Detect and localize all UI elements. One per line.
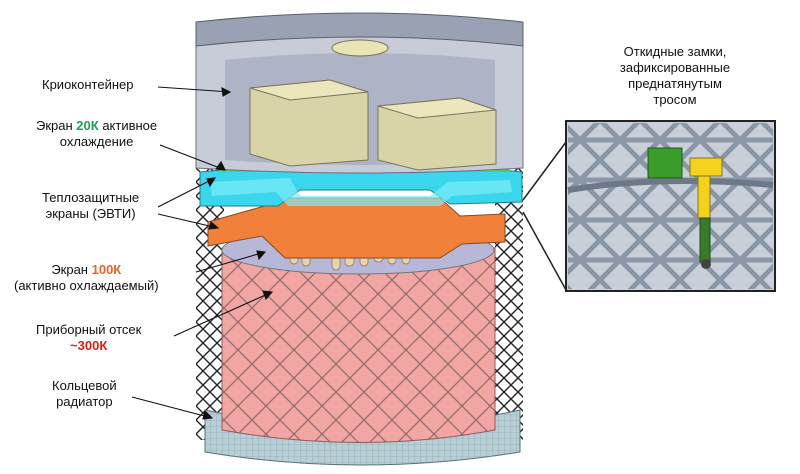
- label-screen-100k: Экран 100К (активно охлаждаемый): [14, 262, 159, 294]
- label-screen-100k-line2: (активно охлаждаемый): [14, 278, 159, 293]
- leader-arrows: [131, 86, 274, 420]
- label-screen-20k-suffix: активное: [98, 118, 158, 133]
- label-instrument-line1: Приборный отсек: [36, 322, 142, 337]
- lock-green-part: [647, 147, 683, 179]
- label-screen-20k-line2: охлаждение: [59, 134, 134, 149]
- callout-line4: тросом: [653, 92, 697, 107]
- label-screen-100k-value: 100К: [91, 262, 122, 277]
- label-screen-100k-prefix: Экран: [51, 262, 92, 277]
- callout-line1: Откидные замки,: [623, 44, 727, 59]
- callout-title: Откидные замки, зафиксированные преднатя…: [590, 44, 760, 108]
- label-thermal-line2: экраны (ЭВТИ): [45, 206, 136, 221]
- label-radiator-line2: радиатор: [56, 394, 113, 409]
- label-radiator-line1: Кольцевой: [52, 378, 117, 393]
- label-instrument-compartment: Приборный отсек ~300К: [36, 322, 141, 354]
- label-ring-radiator: Кольцевой радиатор: [52, 378, 117, 410]
- label-thermal-line1: Теплозащитные: [42, 190, 140, 205]
- label-screen-20k-value: 20К: [76, 118, 99, 133]
- cryocontainer: [195, 12, 524, 174]
- label-cryocontainer: Криоконтейнер: [42, 77, 134, 92]
- instrument-compartment: [221, 225, 496, 443]
- label-screen-20k: Экран 20К активное охлаждение: [36, 118, 157, 150]
- label-thermal-screens: Теплозащитные экраны (ЭВТИ): [42, 190, 139, 222]
- label-screen-20k-prefix: Экран: [36, 118, 77, 133]
- lock-yellow-part: [689, 157, 723, 177]
- lock-detail-inset: [522, 120, 776, 292]
- callout-line2: зафиксированные: [619, 60, 731, 75]
- label-instrument-value: ~300К: [70, 338, 108, 353]
- callout-line3: преднатянутым: [628, 76, 722, 91]
